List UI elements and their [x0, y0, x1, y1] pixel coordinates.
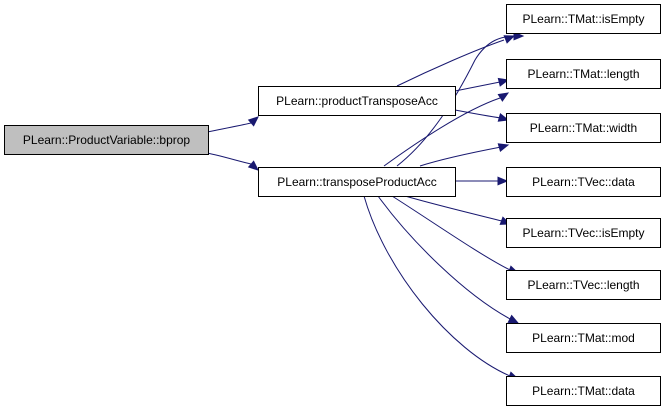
- node-box[interactable]: [506, 167, 661, 197]
- node-box[interactable]: [4, 125, 209, 155]
- edge-pta-to-lengthMat: [454, 77, 510, 92]
- edges-layer: [206, 31, 525, 380]
- node-tpa[interactable]: PLearn::transposeProductAcc: [258, 167, 456, 197]
- node-lengthVec[interactable]: PLearn::TVec::length: [506, 270, 661, 300]
- arrowhead: [497, 92, 510, 102]
- arrowhead: [513, 31, 525, 41]
- node-box[interactable]: [506, 270, 661, 300]
- arrowhead: [497, 77, 510, 87]
- node-dataMat[interactable]: PLearn::TMat::data: [506, 376, 661, 406]
- node-box[interactable]: [506, 376, 661, 406]
- edge-tpa-to-isEmptyMat: [396, 31, 525, 167]
- edge-line: [419, 146, 502, 167]
- node-box[interactable]: [258, 86, 456, 116]
- node-box[interactable]: [258, 167, 456, 197]
- node-label: PLearn::productTransposeAcc: [276, 94, 438, 108]
- node-label: PLearn::TVec::data: [532, 175, 635, 189]
- node-label: PLearn::TMat::isEmpty: [522, 12, 644, 26]
- node-isEmptyVec[interactable]: PLearn::TVec::isEmpty: [506, 218, 661, 248]
- node-label: PLearn::transposeProductAcc: [277, 175, 436, 189]
- edge-line: [454, 109, 502, 119]
- node-label: PLearn::TMat::mod: [532, 331, 635, 345]
- edge-bprop-to-tpa: [206, 152, 259, 171]
- node-box[interactable]: [506, 218, 661, 248]
- node-bprop[interactable]: PLearn::ProductVariable::bprop: [4, 125, 209, 155]
- node-lengthMat[interactable]: PLearn::TMat::length: [506, 59, 661, 89]
- node-pta[interactable]: PLearn::productTransposeAcc: [258, 86, 456, 116]
- arrowhead: [247, 116, 259, 127]
- node-label: PLearn::TMat::length: [527, 67, 639, 81]
- edge-line: [206, 122, 252, 133]
- arrowhead: [497, 143, 510, 152]
- node-box[interactable]: [506, 4, 661, 34]
- edge-line: [396, 35, 516, 167]
- node-label: PLearn::TMat::data: [532, 384, 635, 398]
- edge-tpa-to-lengthVec: [391, 195, 520, 274]
- node-label: PLearn::ProductVariable::bprop: [23, 133, 191, 147]
- edge-tpa-to-isEmptyVec: [404, 195, 512, 225]
- edge-tpa-to-widthMat: [419, 143, 510, 167]
- node-dataVec[interactable]: PLearn::TVec::data: [506, 167, 661, 197]
- arrowhead: [507, 314, 520, 324]
- node-isEmptyMat[interactable]: PLearn::TMat::isEmpty: [506, 4, 661, 34]
- node-box[interactable]: [506, 113, 661, 143]
- edge-line: [363, 195, 511, 377]
- edge-line: [383, 97, 501, 167]
- node-box[interactable]: [506, 59, 661, 89]
- edge-pta-to-widthMat: [454, 109, 510, 122]
- node-box[interactable]: [506, 323, 661, 353]
- edge-tpa-to-dataMat: [363, 195, 520, 380]
- node-label: PLearn::TMat::width: [530, 121, 637, 135]
- arrowhead: [497, 113, 510, 122]
- node-modMat[interactable]: PLearn::TMat::mod: [506, 323, 661, 353]
- edge-line: [206, 152, 252, 165]
- node-widthMat[interactable]: PLearn::TMat::width: [506, 113, 661, 143]
- edge-line: [454, 81, 501, 92]
- edge-tpa-to-dataVec: [454, 176, 509, 186]
- edge-tpa-to-lengthMat: [383, 92, 510, 167]
- node-label: PLearn::TVec::length: [527, 278, 639, 292]
- edge-line: [377, 195, 513, 321]
- edge-pta-to-isEmptyMat: [396, 35, 516, 87]
- edge-line: [396, 39, 505, 87]
- edge-line: [391, 195, 511, 271]
- arrowhead: [497, 176, 509, 186]
- node-label: PLearn::TVec::isEmpty: [522, 226, 644, 240]
- nodes-layer: PLearn::ProductVariable::bprop PLearn::pr…: [4, 4, 661, 406]
- edge-tpa-to-modMat: [377, 195, 520, 324]
- arrowhead: [247, 160, 259, 171]
- edge-bprop-to-pta: [206, 116, 259, 133]
- edge-line: [404, 195, 503, 222]
